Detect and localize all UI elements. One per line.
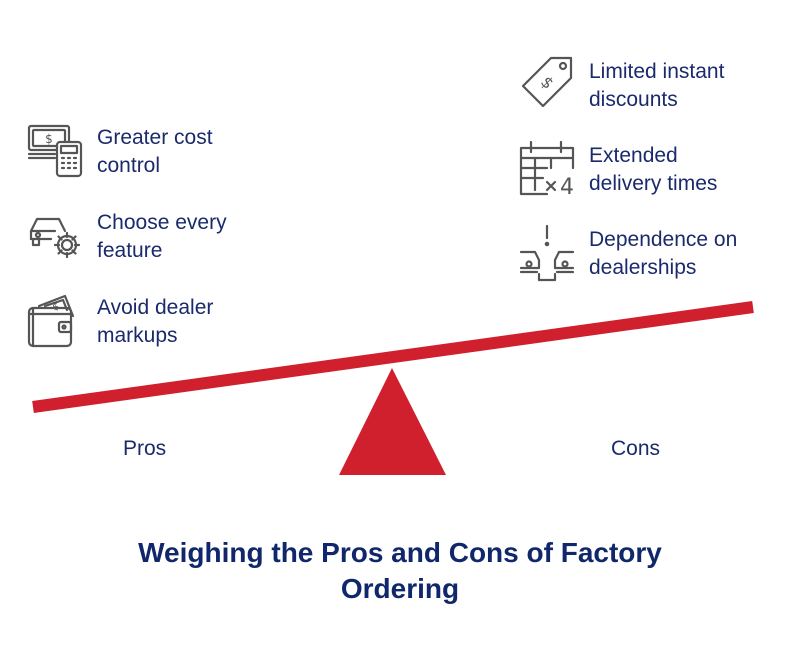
pro-item-choose-feature: Choose every feature [25,205,297,265]
calendar-multiply-icon: 4 [517,138,577,198]
wallet-icon: $ [25,290,85,350]
cars-alert-icon [517,222,577,282]
diagram-title: Weighing the Pros and Cons of Factory Or… [138,537,662,604]
con-item-extended-delivery: 4 Extended delivery times [517,138,789,198]
seesaw-fulcrum [339,368,446,475]
car-gear-icon [25,205,85,265]
pro-item-label: Choose every feature [97,211,227,262]
money-calculator-icon: $ [25,120,85,180]
seesaw-beam [32,301,754,413]
pro-item-label: Avoid dealer markups [97,296,214,347]
con-item-label: Dependence on dealerships [589,228,738,279]
cons-label: Cons [611,437,661,460]
svg-text:$: $ [45,132,53,146]
con-item-label: Limited instant discounts [589,60,725,111]
con-item-limited-discounts: $ Limited instant discounts [517,54,789,114]
con-item-dealership-dependence: Dependence on dealerships [517,222,789,282]
con-item-label: Extended delivery times [589,144,718,195]
svg-text:4: 4 [560,175,574,198]
pros-label: Pros [123,437,167,460]
pro-item-avoid-markups: $ Avoid dealer markups [25,290,297,350]
pro-item-cost-control: $ Greater cost control [25,120,297,180]
svg-text:$: $ [537,72,558,93]
pro-item-label: Greater cost control [97,126,213,177]
price-tag-icon: $ [517,54,577,114]
